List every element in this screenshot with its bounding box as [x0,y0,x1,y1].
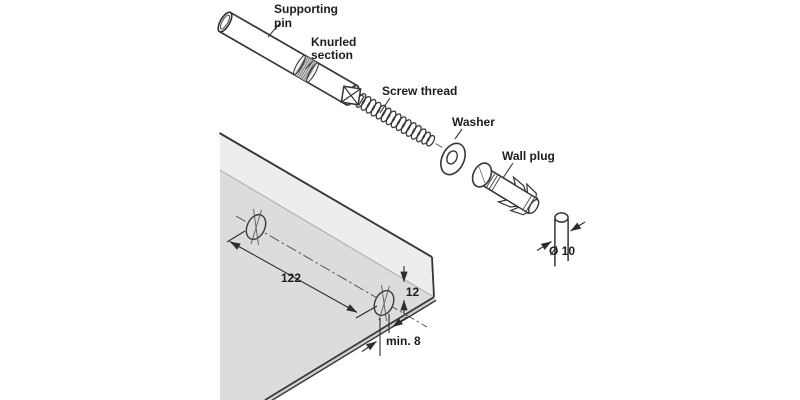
dimension-min8-label: min. 8 [386,334,421,348]
board-top-edge-line [219,132,433,258]
screw-thread-leader [379,97,391,114]
washer-leader [454,128,463,140]
knurled-section-leader [305,60,314,70]
drill-hole-right [373,284,395,322]
washer-drawing [440,142,466,176]
drill-hole-left [245,208,267,246]
screw-thread-drawing [355,93,436,147]
board-strip-boundary-line [219,169,435,298]
supporting-pin-drawing [217,11,447,151]
dimension-12-label: 12 [406,285,420,299]
wall-hole-drawing: Ø 10 [536,212,586,267]
board-edge-face [220,133,434,297]
knurled-section-label-line1: Knurled [311,35,356,49]
dimension-min-thickness [361,314,408,356]
wall-plug-drawing [471,162,540,216]
board-main-face [220,170,434,400]
board-bottom-edge-line [264,296,435,400]
wall-plug-leader [502,162,514,179]
dimension-hole-spacing [226,230,378,319]
dimension-diameter-label: Ø 10 [549,244,575,258]
supporting-pin-label-line2: pin [274,16,292,30]
board-sliver-edge-line [271,299,437,400]
wall-plug-label: Wall plug [502,149,555,163]
knurled-section-label-line2: section [311,48,353,62]
dimension-plug-hole-diameter [536,221,586,251]
shelf-board: 122 12 min. 8 [219,132,437,400]
supporting-pin-leader [267,22,281,38]
square-socket-drawing [340,85,362,106]
board-right-edge-line [431,256,435,298]
holes-center-line [235,215,428,328]
leader-lines [267,22,514,179]
washer-label: Washer [452,115,495,129]
dimension-122-label: 122 [281,271,301,285]
supporting-pin-label-line1: Supporting [274,2,338,16]
screw-thread-label: Screw thread [382,84,457,98]
